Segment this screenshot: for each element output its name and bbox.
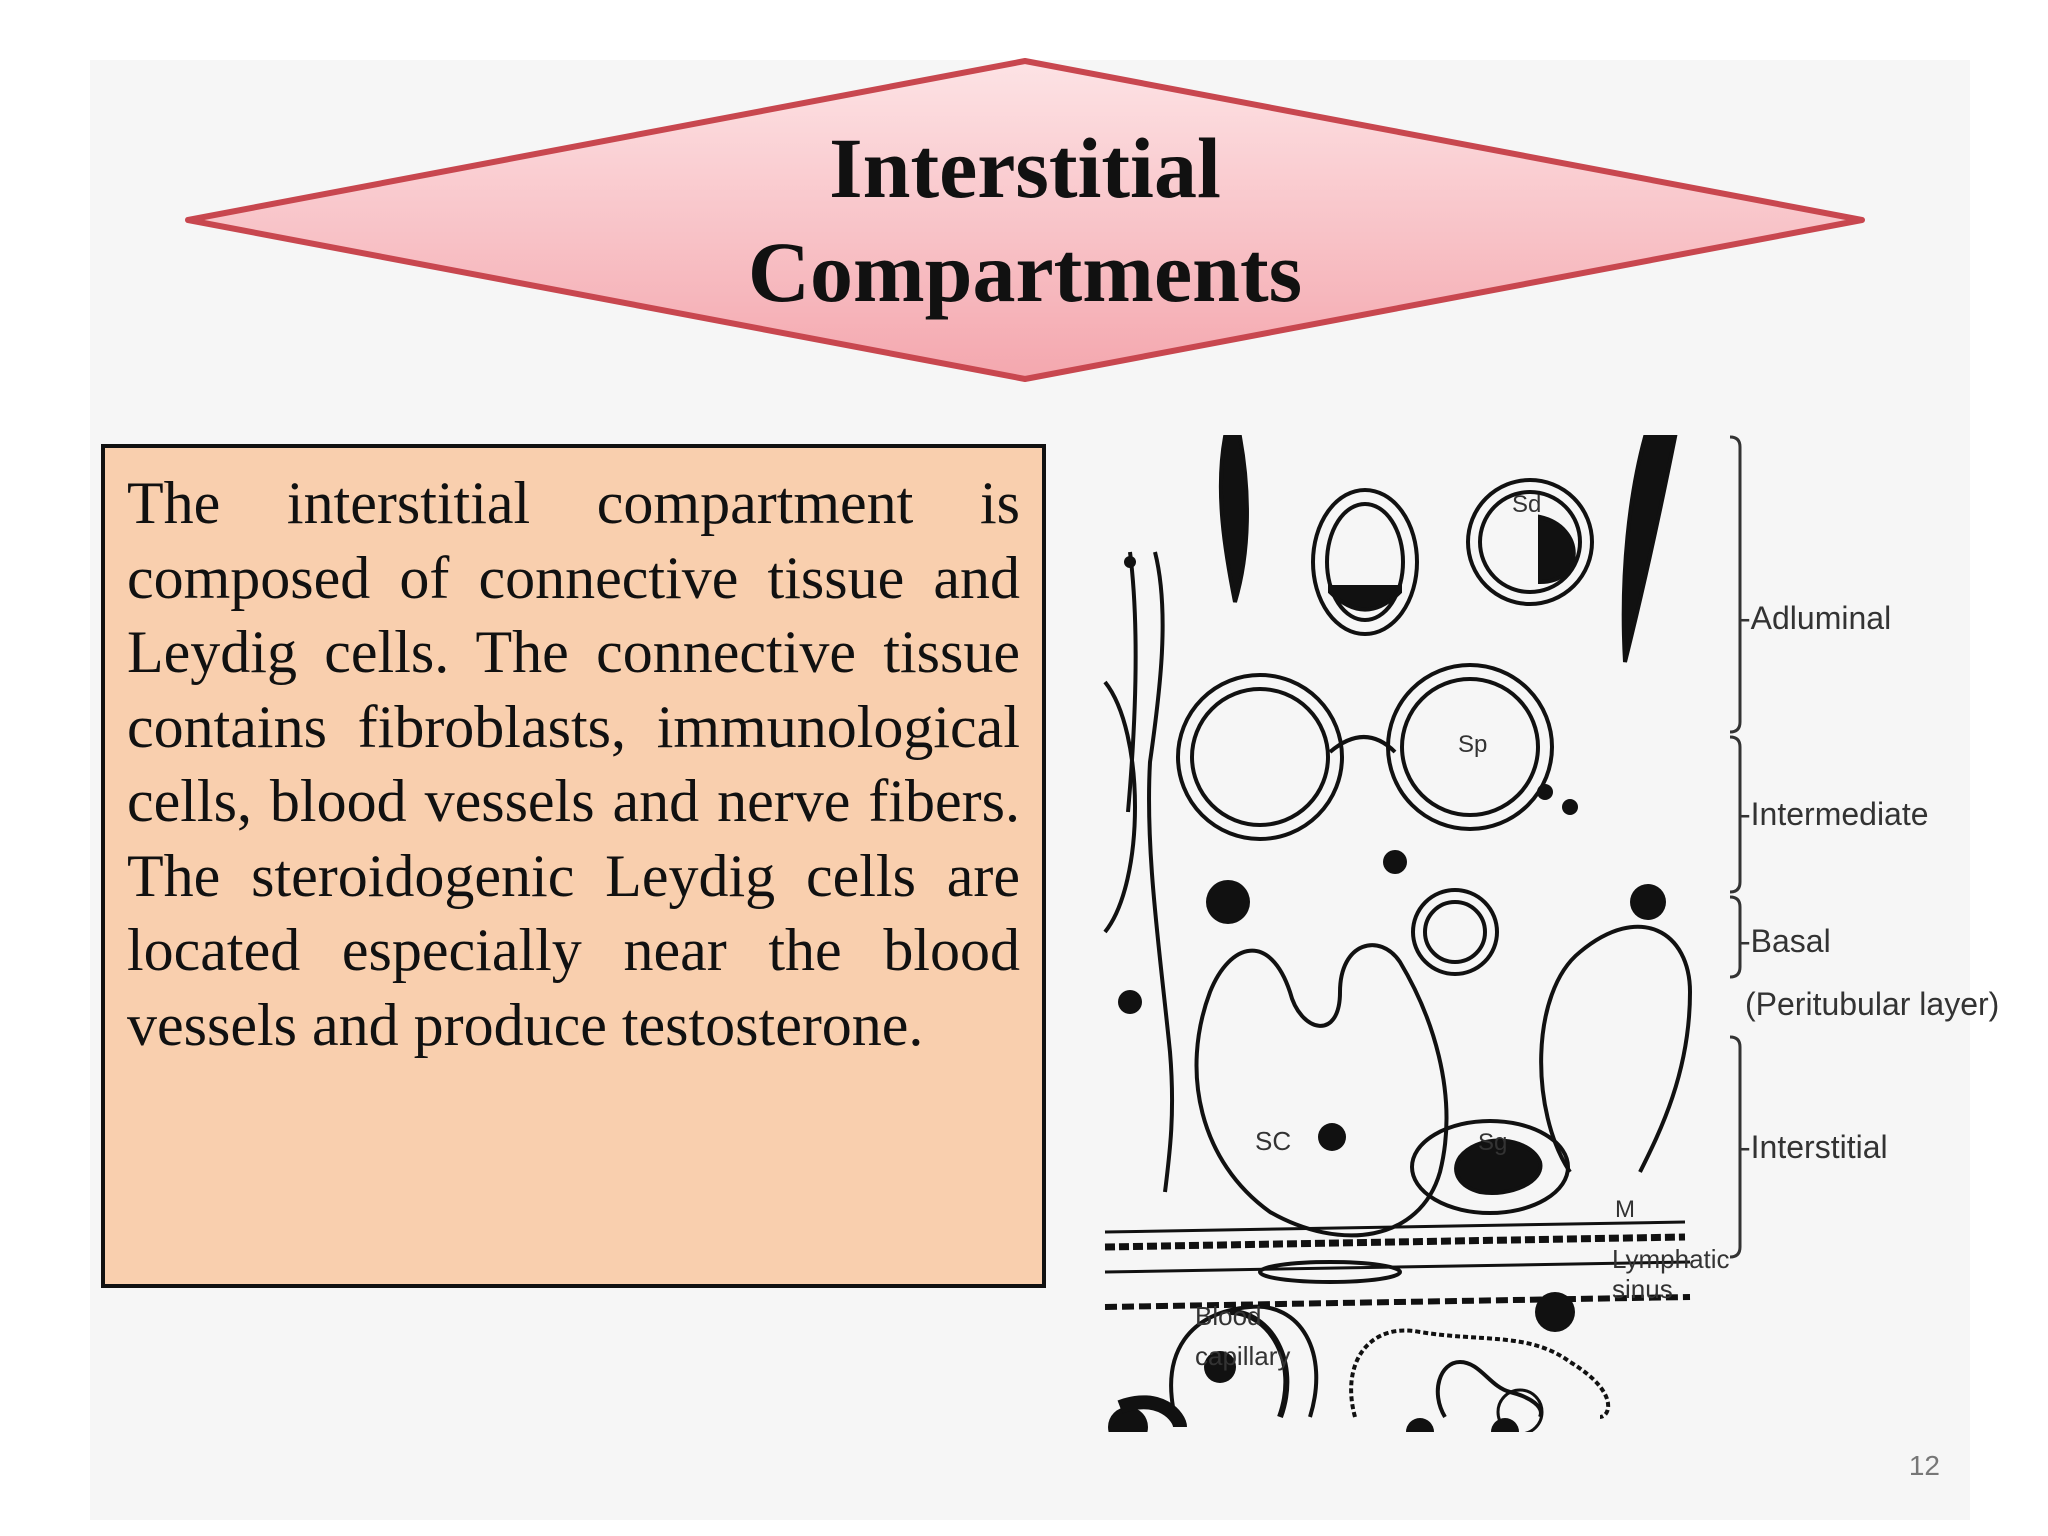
label-adluminal: -Adluminal bbox=[1740, 600, 1891, 636]
diamond-shape bbox=[185, 58, 1865, 382]
label-lymphatic: Lymphatic bbox=[1612, 1244, 1730, 1274]
label-blood: Blood bbox=[1195, 1301, 1262, 1331]
label-basal: -Basal bbox=[1740, 923, 1831, 959]
label-peritubular: (Peritubular layer) bbox=[1745, 986, 1999, 1022]
title-line-1: Interstitial bbox=[829, 120, 1221, 216]
title-banner: Interstitial Compartments bbox=[180, 55, 1870, 385]
description-box: The interstitial compartment is composed… bbox=[101, 444, 1046, 1288]
slide-title: Interstitial Compartments bbox=[180, 55, 1870, 385]
title-line-2: Compartments bbox=[747, 224, 1303, 320]
page-number: 12 bbox=[1908, 1450, 1940, 1481]
seminiferous-tubule-diagram: Sd Sp SC Sg M Lymphatic sinus Blood capi… bbox=[1100, 432, 2005, 1447]
label-interstitial: -Interstitial bbox=[1740, 1129, 1888, 1165]
label-sp: Sp bbox=[1458, 731, 1487, 758]
label-sd: Sd bbox=[1512, 491, 1541, 518]
label-m: M bbox=[1615, 1196, 1635, 1223]
label-sinus: sinus bbox=[1612, 1274, 1673, 1304]
cell-drawing bbox=[1103, 435, 1693, 1447]
label-sc: SC bbox=[1255, 1126, 1291, 1156]
label-sg: Sg bbox=[1478, 1129, 1507, 1156]
description-text: The interstitial compartment is composed… bbox=[127, 470, 1020, 1058]
compartment-brackets bbox=[1729, 435, 1742, 1259]
label-intermediate: -Intermediate bbox=[1740, 796, 1929, 832]
tubule-illustration: Sd Sp SC Sg M Lymphatic sinus Blood capi… bbox=[1103, 435, 1999, 1447]
label-capillary: capillary bbox=[1195, 1341, 1290, 1371]
